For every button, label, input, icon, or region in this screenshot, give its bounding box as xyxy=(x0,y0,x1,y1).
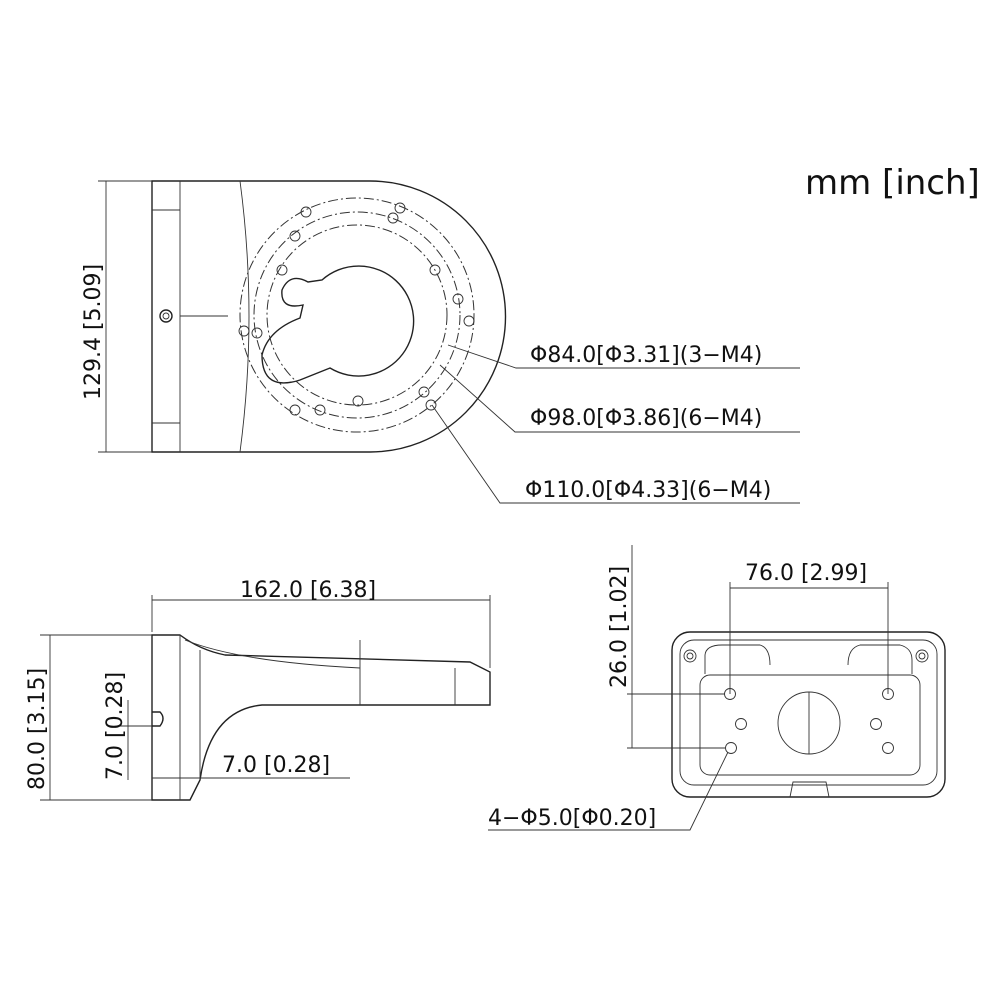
rear-mounting-holes xyxy=(724,688,894,754)
rear-view: 76.0 [2.99] 26.0 [1.02] 4−Φ5.0[Φ0.20] xyxy=(488,545,946,831)
rear-hole-callout: 4−Φ5.0[Φ0.20] xyxy=(488,806,656,831)
side-length-dim: 162.0 [6.38] xyxy=(240,578,376,603)
top-view-outline xyxy=(151,180,507,453)
callout-pcd-98: Φ98.0[Φ3.86](6−M4) xyxy=(530,406,762,431)
screw-icon xyxy=(159,309,173,323)
units-label: mm [inch] xyxy=(805,163,980,203)
top-view: 129.4 [5.09] Φ84.0[Φ3.31](3−M4) Φ98.0[Φ3… xyxy=(81,180,800,504)
top-height-dim: 129.4 [5.09] xyxy=(81,264,106,400)
pcd-98-circle xyxy=(253,211,461,419)
rear-view-outline xyxy=(671,631,946,798)
pcd-110-circle xyxy=(239,197,475,433)
callout-pcd-84: Φ84.0[Φ3.31](3−M4) xyxy=(530,343,762,368)
cable-hole xyxy=(261,265,415,384)
pcd-84-circle xyxy=(266,224,448,406)
mounting-holes xyxy=(238,202,475,416)
side-view: 162.0 [6.38] 80.0 [3.15] 7.0 [0.28] 7.0 … xyxy=(25,578,491,801)
side-screw xyxy=(152,711,164,727)
side-offset-dim-vertical: 7.0 [0.28] xyxy=(103,672,128,780)
side-height-dim: 80.0 [3.15] xyxy=(25,668,50,790)
side-view-outline xyxy=(151,634,491,801)
callout-pcd-110: Φ110.0[Φ4.33](6−M4) xyxy=(525,478,771,503)
rear-hole-spacing-dim: 76.0 [2.99] xyxy=(745,561,867,586)
rear-vertical-spacing-dim: 26.0 [1.02] xyxy=(607,566,632,688)
side-offset-dim-horizontal: 7.0 [0.28] xyxy=(222,753,330,778)
